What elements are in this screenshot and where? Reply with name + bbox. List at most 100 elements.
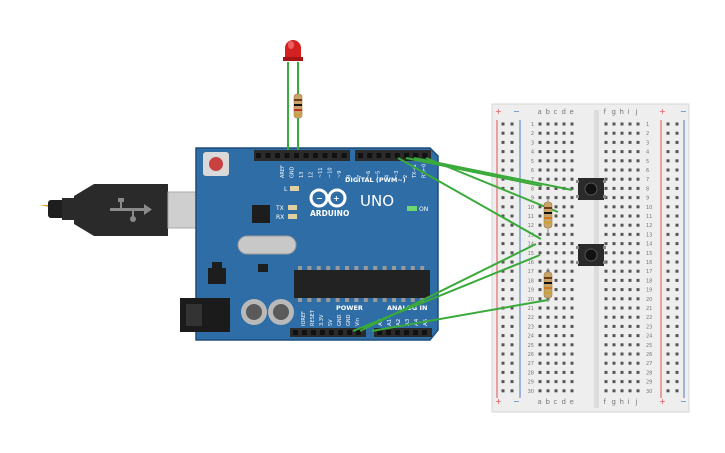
rail-hole[interactable] (666, 168, 670, 172)
breadboard-hole[interactable] (620, 140, 624, 144)
breadboard-hole[interactable] (628, 223, 632, 227)
breadboard-hole[interactable] (538, 232, 542, 236)
breadboard-hole[interactable] (570, 370, 574, 374)
rail-hole[interactable] (666, 150, 670, 154)
breadboard-hole[interactable] (562, 343, 566, 347)
breadboard-hole[interactable] (620, 278, 624, 282)
breadboard-hole[interactable] (554, 278, 558, 282)
breadboard-hole[interactable] (628, 205, 632, 209)
breadboard-hole[interactable] (546, 251, 550, 255)
breadboard-hole[interactable] (604, 361, 608, 365)
breadboard-hole[interactable] (636, 361, 640, 365)
breadboard-hole[interactable] (562, 260, 566, 264)
breadboard-hole[interactable] (570, 122, 574, 126)
breadboard-hole[interactable] (546, 168, 550, 172)
breadboard-hole[interactable] (554, 168, 558, 172)
breadboard-hole[interactable] (546, 159, 550, 163)
breadboard-hole[interactable] (636, 306, 640, 310)
breadboard-hole[interactable] (554, 242, 558, 246)
rail-hole[interactable] (501, 214, 505, 218)
breadboard-hole[interactable] (562, 168, 566, 172)
breadboard-hole[interactable] (620, 177, 624, 181)
rail-hole[interactable] (666, 232, 670, 236)
rail-hole[interactable] (675, 168, 679, 172)
breadboard-hole[interactable] (636, 232, 640, 236)
rail-hole[interactable] (510, 269, 514, 273)
breadboard-hole[interactable] (538, 214, 542, 218)
breadboard-hole[interactable] (570, 334, 574, 338)
breadboard-hole[interactable] (570, 232, 574, 236)
breadboard-hole[interactable] (538, 159, 542, 163)
analog-header[interactable] (374, 328, 432, 337)
digital-header-right[interactable] (355, 150, 431, 161)
rail-hole[interactable] (501, 205, 505, 209)
breadboard-hole[interactable] (620, 306, 624, 310)
header-pin[interactable] (386, 330, 391, 335)
breadboard-hole[interactable] (604, 223, 608, 227)
breadboard-hole[interactable] (604, 334, 608, 338)
breadboard-hole[interactable] (612, 343, 616, 347)
breadboard-hole[interactable] (554, 159, 558, 163)
breadboard-hole[interactable] (554, 223, 558, 227)
breadboard-hole[interactable] (612, 370, 616, 374)
breadboard-hole[interactable] (562, 389, 566, 393)
breadboard-hole[interactable] (562, 269, 566, 273)
breadboard-hole[interactable] (538, 131, 542, 135)
breadboard-hole[interactable] (562, 361, 566, 365)
breadboard-hole[interactable] (554, 324, 558, 328)
breadboard-hole[interactable] (538, 324, 542, 328)
breadboard-hole[interactable] (570, 288, 574, 292)
breadboard-hole[interactable] (554, 343, 558, 347)
breadboard-hole[interactable] (538, 260, 542, 264)
breadboard-hole[interactable] (628, 380, 632, 384)
breadboard-hole[interactable] (546, 352, 550, 356)
rail-hole[interactable] (675, 196, 679, 200)
breadboard-hole[interactable] (620, 260, 624, 264)
breadboard-hole[interactable] (612, 324, 616, 328)
breadboard-hole[interactable] (628, 343, 632, 347)
header-pin[interactable] (422, 330, 427, 335)
breadboard-hole[interactable] (554, 380, 558, 384)
rail-hole[interactable] (501, 269, 505, 273)
rail-hole[interactable] (510, 122, 514, 126)
rail-hole[interactable] (501, 168, 505, 172)
rail-hole[interactable] (675, 131, 679, 135)
breadboard-hole[interactable] (628, 306, 632, 310)
rail-hole[interactable] (501, 140, 505, 144)
breadboard-hole[interactable] (612, 131, 616, 135)
header-pin[interactable] (284, 153, 290, 158)
header-pin[interactable] (275, 153, 280, 158)
rail-hole[interactable] (666, 251, 670, 255)
breadboard-hole[interactable] (570, 278, 574, 282)
breadboard-hole[interactable] (570, 168, 574, 172)
breadboard-hole[interactable] (570, 306, 574, 310)
breadboard-hole[interactable] (604, 186, 608, 190)
rail-hole[interactable] (666, 306, 670, 310)
rail-hole[interactable] (501, 260, 505, 264)
breadboard-hole[interactable] (628, 260, 632, 264)
header-pin[interactable] (293, 330, 298, 335)
jumper-wires[interactable] (352, 157, 573, 332)
header-pin[interactable] (385, 153, 391, 158)
rail-hole[interactable] (510, 278, 514, 282)
breadboard-hole[interactable] (636, 288, 640, 292)
rail-hole[interactable] (675, 306, 679, 310)
breadboard-hole[interactable] (538, 389, 542, 393)
breadboard-hole[interactable] (562, 278, 566, 282)
breadboard-hole[interactable] (554, 232, 558, 236)
rail-hole[interactable] (510, 389, 514, 393)
breadboard-hole[interactable] (570, 214, 574, 218)
rail-hole[interactable] (666, 324, 670, 328)
rail-hole[interactable] (675, 389, 679, 393)
rail-hole[interactable] (510, 306, 514, 310)
breadboard-hole[interactable] (570, 177, 574, 181)
led-resistor-assembly[interactable] (283, 40, 303, 150)
breadboard-hole[interactable] (604, 389, 608, 393)
rail-hole[interactable] (675, 177, 679, 181)
breadboard-hole[interactable] (620, 205, 624, 209)
rail-hole[interactable] (675, 324, 679, 328)
breadboard-hole[interactable] (538, 334, 542, 338)
breadboard-hole[interactable] (636, 168, 640, 172)
breadboard-hole[interactable] (546, 389, 550, 393)
breadboard-hole[interactable] (604, 232, 608, 236)
